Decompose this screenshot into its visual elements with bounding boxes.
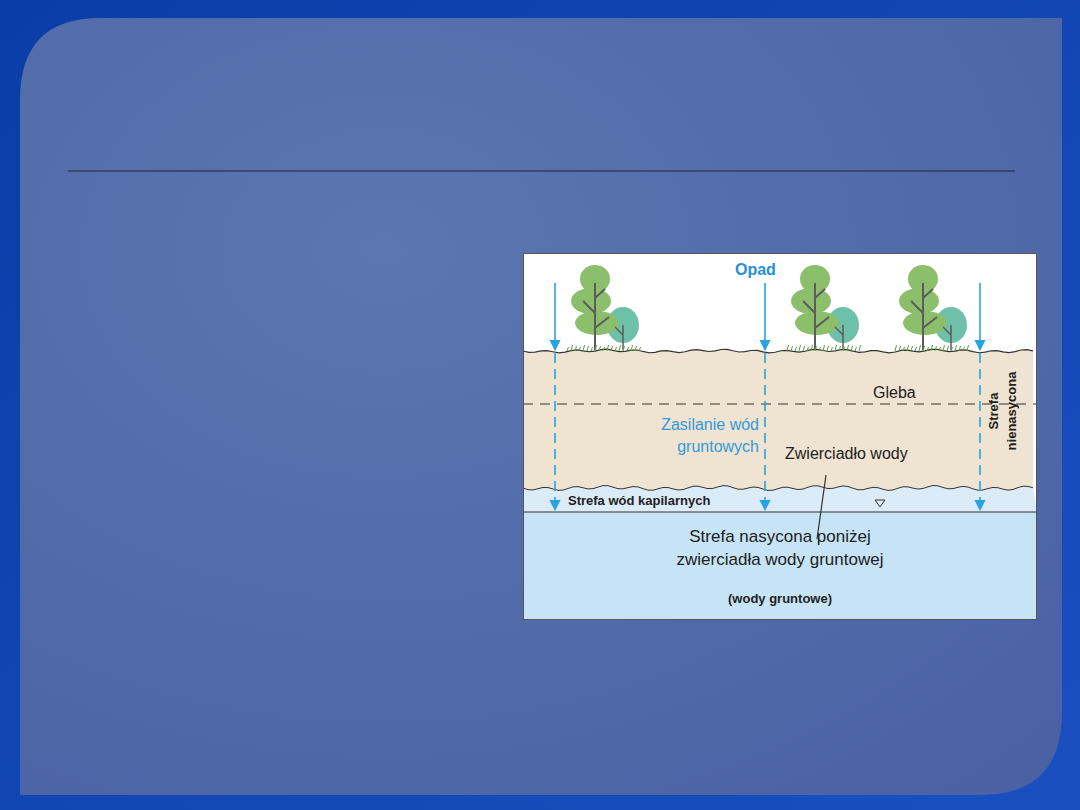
capillary-top: [523, 486, 1033, 491]
saturated-zone: Strefa nasycona poniżej zwierciadła wody…: [523, 512, 1037, 620]
recharge-label: Zasilanie wód gruntowych: [619, 414, 759, 458]
infiltration-arrow: [979, 353, 981, 510]
infiltration-arrow: [764, 353, 766, 510]
unsaturated-zone-fill: [523, 349, 1033, 490]
tree: [895, 265, 969, 351]
diagram-border: [524, 254, 1037, 620]
groundwater-diagram: Gleba Strefa nienasyconaStrefa wód kapila…: [523, 253, 1037, 620]
zone-label: Strefa nasycona poniżej zwierciadła wody…: [645, 525, 915, 571]
capillary-zone-fill: [523, 486, 1037, 512]
infiltration-arrow: [554, 353, 556, 510]
water-table-symbol: [875, 500, 885, 507]
zone-label: Strefa nienasycona: [985, 363, 1021, 459]
precipitation-arrows: [555, 283, 980, 510]
rain-arrow: [764, 283, 766, 350]
water-table-line: [523, 511, 1037, 512]
tree: [787, 265, 861, 351]
rain-arrow: [979, 283, 981, 350]
zone-label: (wody gruntowe): [680, 590, 880, 608]
tree: [567, 265, 641, 351]
title-rule: [68, 170, 1015, 171]
sky: [523, 253, 1037, 620]
precipitation-label: Opad: [735, 259, 776, 281]
unsaturated-zone: Gleba Strefa nienasycona: [523, 351, 1037, 488]
zone-label: Gleba: [873, 382, 916, 404]
rain-arrow: [554, 283, 556, 350]
water-table-label: Zwierciadło wody: [785, 443, 908, 465]
slide-panel: [20, 18, 1062, 795]
zone-label: Strefa wód kapilarnych: [568, 492, 710, 510]
soil-boundary: [523, 403, 1037, 404]
capillary-zone: Strefa wód kapilarnych: [523, 488, 1037, 512]
saturated-zone-fill: [523, 512, 1037, 620]
